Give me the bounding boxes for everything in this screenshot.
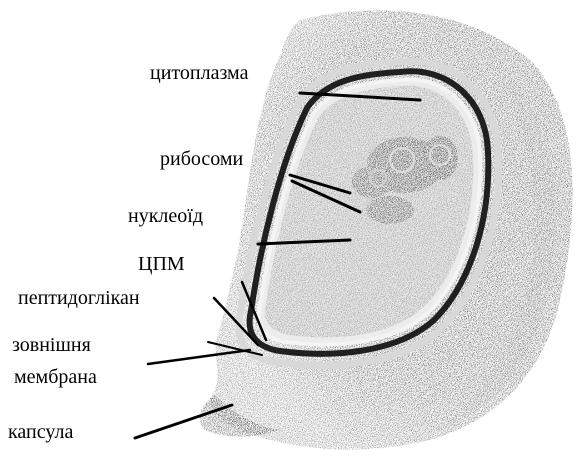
label-nucleoid: нуклеоїд [128, 205, 203, 228]
label-ribosomes: рибосоми [160, 148, 243, 171]
label-peptidoglycan: пептидоглікан [18, 287, 140, 310]
label-cytoplasm: цитоплазма [150, 62, 248, 85]
label-outer-membrane-line2: мембрана [14, 366, 97, 389]
label-cpm: ЦПМ [138, 253, 185, 276]
label-capsule: капсула [8, 421, 73, 444]
label-outer-membrane-line1: зовнішня [12, 334, 91, 357]
